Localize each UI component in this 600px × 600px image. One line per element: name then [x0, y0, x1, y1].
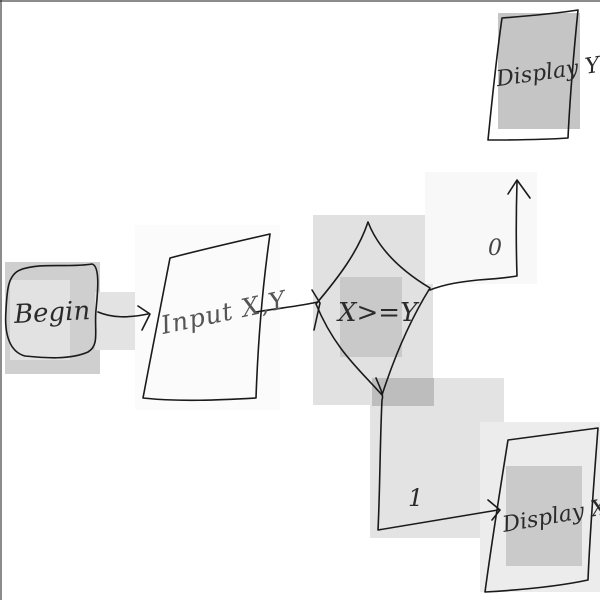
arrow-begin-highlight — [95, 292, 135, 350]
arrow-decision-to-display-x — [375, 377, 499, 531]
branch-one-label: 1 — [408, 484, 424, 512]
decision-inner-highlight — [340, 277, 402, 357]
display-x-highlight — [506, 466, 582, 566]
arrow-input-to-decision — [255, 301, 319, 313]
branch-zero-highlight — [425, 172, 537, 284]
begin-inner-highlight — [10, 280, 70, 360]
display-y-node-outline — [487, 9, 579, 141]
display-x-node-outline — [484, 427, 599, 593]
display-y-highlight — [498, 13, 580, 129]
arrow-decision-to-display-y — [429, 181, 518, 291]
arrow-input-to-decision-head — [311, 289, 321, 331]
begin-node-outline — [4, 263, 99, 359]
arrow-decision-to-display-y-head — [507, 179, 531, 199]
arrow-begin-to-input-head — [137, 305, 151, 331]
branch-zero-label: 0 — [488, 236, 502, 261]
arrow-begin-to-input — [97, 311, 149, 318]
decision-node-label: X>=Y — [338, 298, 418, 328]
begin-node-label: Begin — [13, 296, 91, 330]
input-node-outline — [142, 233, 271, 402]
arrow-decision-to-display-x-head — [487, 499, 501, 521]
